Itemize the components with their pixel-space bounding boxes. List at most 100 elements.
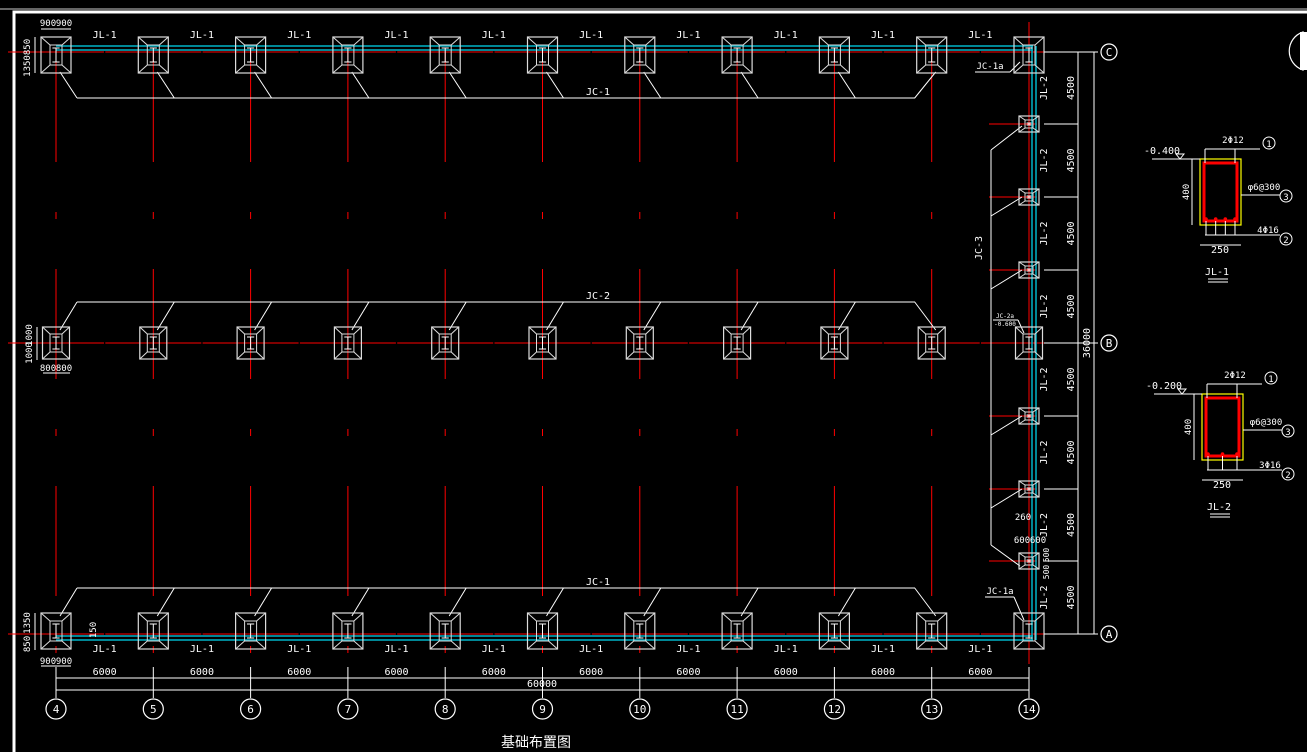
footing-row-c-column <box>438 44 452 66</box>
foundation-label-jc2: JC-2 <box>586 291 610 302</box>
axis-bubble-5 <box>142 698 164 720</box>
footing-row-c-slope <box>937 36 948 46</box>
footing-side-slope <box>1018 552 1026 558</box>
footing-row-c-slope <box>645 36 656 46</box>
footing-side-slope <box>1018 492 1026 498</box>
span-dimension: 4500 <box>1066 221 1077 245</box>
footing-row-c-column <box>146 44 160 66</box>
footing-row-b-slope <box>61 326 70 335</box>
footing-row-a-column <box>827 620 841 642</box>
footing-row-c-slope <box>158 36 169 46</box>
footing-row-c <box>235 36 267 74</box>
footing-row-a-slope <box>1034 612 1045 622</box>
footing-side-slope <box>1032 564 1040 570</box>
footing-row-b-slope <box>353 351 362 360</box>
footing-dim: 900 <box>56 657 72 667</box>
footing-row-a-slope <box>450 640 461 650</box>
beam-label-right: JL-2 <box>1039 294 1050 318</box>
footing-row-a-slope <box>256 640 266 650</box>
axis-bubble-9 <box>531 698 554 720</box>
footing-row-a-slope <box>645 612 656 622</box>
footing-side-slope <box>1032 200 1040 206</box>
footing-row-c-slope <box>40 64 51 74</box>
leader-line <box>740 301 759 331</box>
footing-side-column <box>1024 556 1034 566</box>
footing-side <box>1018 188 1040 206</box>
footing-dim: 900 <box>40 657 56 667</box>
beam-label-right: JL-2 <box>1039 76 1050 100</box>
leader-line <box>1013 596 1025 621</box>
footing-row-b-column <box>146 333 160 353</box>
footing-row-b <box>625 326 654 360</box>
footing-row-b-slope <box>431 326 440 335</box>
footing-row-a-slope <box>742 640 753 650</box>
footing-row-b-slope <box>353 326 362 335</box>
span-dimension: 4500 <box>1066 294 1077 318</box>
leader-line <box>990 415 1023 436</box>
foundation-label-jc2a: JC-2a <box>996 313 1014 320</box>
footing-row-c-slope <box>742 36 753 46</box>
bay-dimension: 6000 <box>385 667 409 678</box>
bottom-rebar <box>1235 452 1239 456</box>
footing-row-c-slope <box>137 36 148 46</box>
leader-line <box>254 71 273 99</box>
footing-dim: 500 <box>1042 565 1051 580</box>
footing-row-c-slope <box>61 36 72 46</box>
footing-row-a-slope <box>137 612 148 622</box>
footing-row-b-slope <box>840 351 849 360</box>
footing-row-a-slope <box>645 640 656 650</box>
leader-line <box>914 587 937 617</box>
drawing-frame <box>12 10 1307 752</box>
footing-dim: 500 <box>1042 548 1051 563</box>
beam-label-top: JL-1 <box>579 30 603 41</box>
footing-row-b-column <box>1022 333 1036 353</box>
span-dimension: 4500 <box>1066 148 1077 172</box>
footing-row-a-column <box>730 620 744 642</box>
axis-label-5: 5 <box>150 703 157 716</box>
foundation-elevation: -0.600 <box>994 321 1016 328</box>
footing-row-b <box>528 326 557 360</box>
footing-row-a <box>235 612 267 650</box>
footing-side-slope <box>1032 261 1040 267</box>
footing-row-b-slope <box>431 351 440 360</box>
footing-side-slope <box>1018 200 1026 206</box>
footing-row-b-slope <box>450 326 460 335</box>
footing-row-a-slope <box>158 640 169 650</box>
footing-side-slope <box>1032 419 1040 425</box>
leader-line <box>990 125 1023 151</box>
footing-row-c-slope <box>937 64 948 74</box>
footing-row-b-slope <box>820 326 829 335</box>
bottom-rebar <box>1204 217 1208 221</box>
footing-row-b-slope <box>158 326 168 335</box>
bay-dimension: 6000 <box>968 667 992 678</box>
axis-bubble-8 <box>434 698 456 720</box>
footing-dim: 260 <box>1015 513 1031 523</box>
footing-row-b-slope <box>1034 351 1043 360</box>
leader-line <box>448 587 467 617</box>
leader-line <box>546 71 564 99</box>
leader-line <box>59 71 78 99</box>
footing-row-c-slope <box>840 64 850 74</box>
footing-row-a-slope <box>332 612 343 622</box>
footing-row-b-column <box>49 333 63 353</box>
beam-label-bottom: JL-1 <box>385 644 409 655</box>
leader-line <box>351 71 370 99</box>
footing-row-c-column <box>925 44 939 66</box>
leader-line <box>59 301 78 331</box>
footing-row-c-slope <box>1034 64 1045 74</box>
footing-row-c-slope <box>429 36 440 46</box>
footing-row-b-slope <box>42 326 51 335</box>
section-title: JL-1 <box>1205 267 1229 278</box>
section-height: 400 <box>1184 419 1194 435</box>
footing-row-a-slope <box>450 612 461 622</box>
footing-row-b <box>722 326 752 360</box>
bay-dimension: 6000 <box>774 667 798 678</box>
footing-row-a-slope <box>742 612 753 622</box>
footing-row-c-slope <box>916 64 927 74</box>
footing-row-b-slope <box>625 351 635 360</box>
footing-row-a-column <box>146 620 160 642</box>
footing-row-b <box>139 326 168 360</box>
leader-line <box>990 488 1023 509</box>
footing-row-b-slope <box>1034 326 1043 335</box>
beam-label-bottom: JL-1 <box>871 644 895 655</box>
